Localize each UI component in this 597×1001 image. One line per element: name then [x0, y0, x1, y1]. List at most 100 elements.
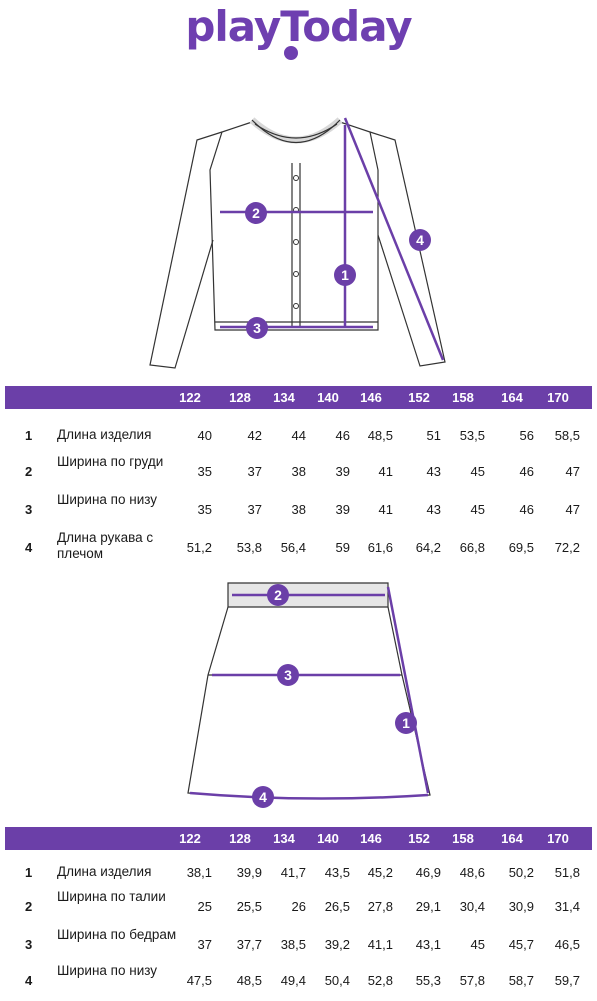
callout-4: 4	[259, 789, 267, 805]
cell-value: 41,1	[367, 937, 393, 952]
jacket-outline	[149, 117, 446, 369]
callout-3: 3	[253, 320, 261, 336]
cell-value: 51,8	[554, 865, 580, 880]
cell-value: 51,2	[186, 540, 212, 555]
row-number: 4	[25, 973, 33, 988]
row-label: Ширина по низу	[57, 492, 158, 507]
cell-value: 46,5	[554, 937, 580, 952]
cell-value: 46	[519, 502, 534, 517]
cell-value: 38,5	[280, 937, 306, 952]
row-label: Ширина по груди	[57, 454, 164, 469]
callout-3: 3	[284, 667, 292, 683]
cell-value: 39	[335, 464, 350, 479]
cell-value: 52,8	[367, 973, 393, 988]
size-header-140: 140	[317, 831, 339, 846]
cell-value: 45	[470, 937, 485, 952]
cell-value: 45	[470, 502, 485, 517]
cell-value: 48,6	[459, 865, 485, 880]
row-label: Длина изделия	[57, 427, 152, 442]
cell-value: 48,5	[367, 428, 393, 443]
row-label: Ширина по низу	[57, 963, 158, 978]
cell-value: 43	[426, 502, 441, 517]
brand-logo-text: playToday	[185, 2, 412, 51]
cell-value: 46	[519, 464, 534, 479]
cell-value: 41	[378, 464, 393, 479]
cell-value: 39,9	[236, 865, 262, 880]
cell-value: 58,7	[508, 973, 534, 988]
cell-value: 25	[197, 899, 212, 914]
size-header-152: 152	[408, 831, 430, 846]
cell-value: 35	[197, 502, 212, 517]
size-header-146: 146	[360, 390, 382, 405]
skirt-callouts: 2 3 4 1	[252, 584, 417, 808]
row-label: Длина рукава с плечом	[57, 530, 154, 561]
cell-value: 57,8	[459, 973, 485, 988]
cell-value: 26,5	[324, 899, 350, 914]
cell-value: 37	[247, 502, 262, 517]
cell-value: 48,5	[236, 973, 262, 988]
row-number: 3	[25, 502, 33, 517]
callout-2: 2	[274, 587, 282, 603]
size-header-170: 170	[547, 831, 569, 846]
size-header-140: 140	[317, 390, 339, 405]
cell-value: 53,5	[459, 428, 485, 443]
size-header-170: 170	[547, 390, 569, 405]
cell-value: 55,3	[415, 973, 441, 988]
size-header-164: 164	[501, 831, 523, 846]
cell-value: 27,8	[367, 899, 393, 914]
row-label: Ширина по талии	[57, 889, 166, 904]
cell-value: 39,2	[324, 937, 350, 952]
cell-value: 39	[335, 502, 350, 517]
cell-value: 69,5	[508, 540, 534, 555]
cell-value: 61,6	[367, 540, 393, 555]
cell-value: 26	[291, 899, 306, 914]
row-number: 3	[25, 937, 33, 952]
cell-value: 35	[197, 464, 212, 479]
cell-value: 59,7	[554, 973, 580, 988]
cell-value: 58,5	[554, 428, 580, 443]
row-number: 1	[25, 428, 33, 443]
cell-value: 42	[247, 428, 262, 443]
skirt-diagram: 2 3 4 1	[187, 582, 431, 808]
callout-1: 1	[341, 267, 349, 283]
callout-2: 2	[252, 205, 260, 221]
cell-value: 29,1	[415, 899, 441, 914]
row-label: Ширина по бедрам	[57, 927, 177, 942]
jacket-buttons	[293, 175, 299, 309]
row-label: Длина изделия	[57, 864, 152, 879]
cell-value: 43	[426, 464, 441, 479]
callout-4: 4	[416, 232, 424, 248]
cell-value: 44	[291, 428, 306, 443]
callout-1: 1	[402, 715, 410, 731]
cell-value: 50,4	[324, 973, 350, 988]
cell-value: 38	[291, 502, 306, 517]
jacket-diagram: 2 3 1 4	[149, 117, 446, 369]
cell-value: 41,7	[280, 865, 306, 880]
cell-value: 38	[291, 464, 306, 479]
row-number: 2	[25, 464, 33, 479]
cell-value: 47,5	[186, 973, 212, 988]
brand-logo: playToday	[0, 2, 597, 52]
cell-value: 45	[470, 464, 485, 479]
cell-value: 37	[247, 464, 262, 479]
jacket-callouts: 2 3 1 4	[245, 202, 431, 339]
cell-value: 56	[519, 428, 534, 443]
cell-value: 37,7	[236, 937, 262, 952]
size-header-122: 122	[179, 390, 201, 405]
cell-value: 72,2	[554, 540, 580, 555]
row-number: 2	[25, 899, 33, 914]
size-header-158: 158	[452, 831, 474, 846]
skirt-measure-lines	[189, 586, 430, 800]
cell-value: 46	[335, 428, 350, 443]
cell-value: 43,5	[324, 865, 350, 880]
cell-value: 46,9	[415, 865, 441, 880]
cell-value: 30,4	[459, 899, 485, 914]
size-header-128: 128	[229, 390, 251, 405]
